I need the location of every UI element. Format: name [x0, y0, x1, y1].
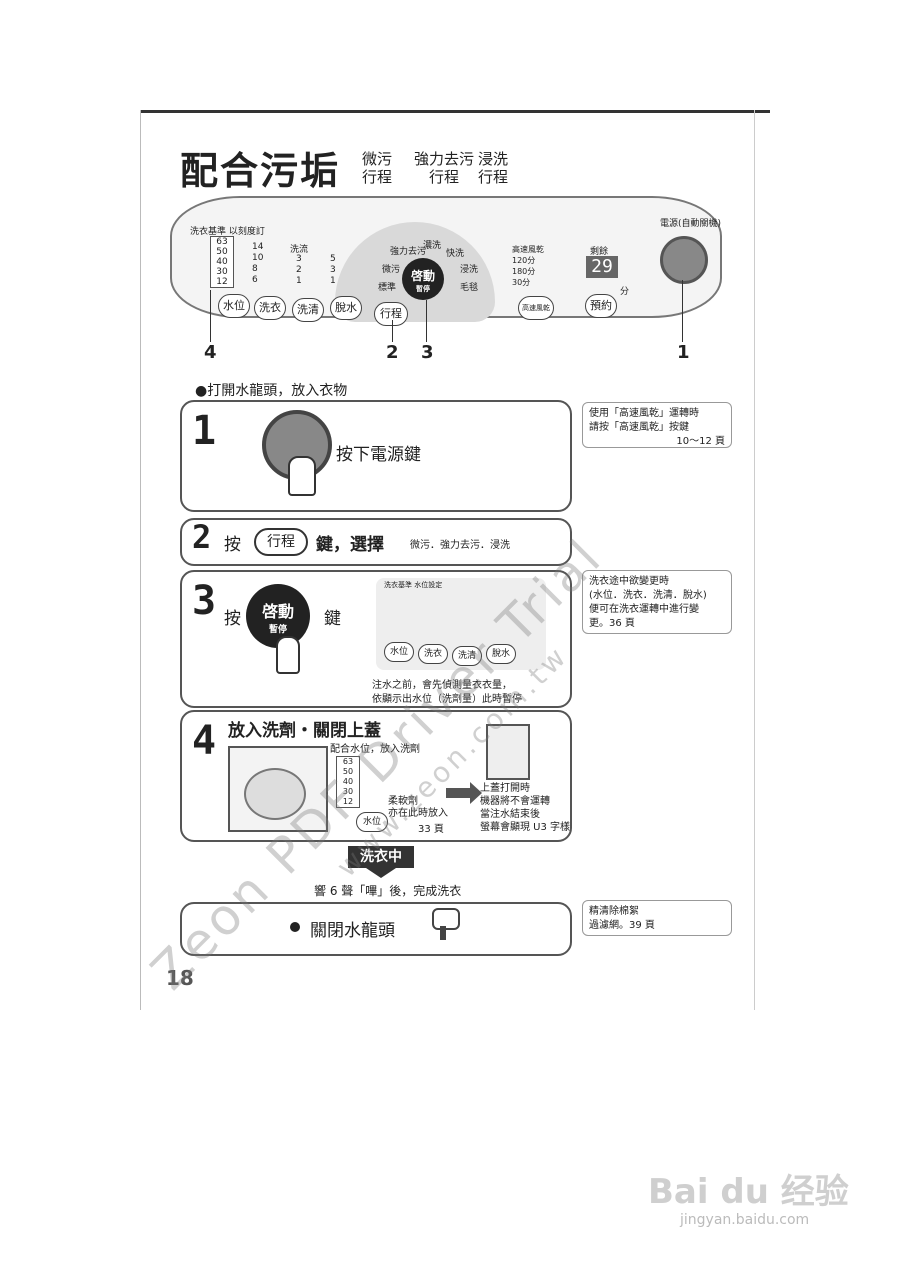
- rinse-label: 洗流: [290, 245, 309, 255]
- page-title: 配合污垢: [180, 149, 341, 193]
- course-label-light: 微污: [382, 265, 401, 275]
- faucet-icon: [432, 908, 460, 930]
- callout-1: 1: [677, 342, 690, 363]
- water-level-header: 洗衣基準 以刻度訂: [190, 227, 265, 237]
- step-3-note-line1: 注水之前，會先偵測量衣衣量，: [372, 680, 512, 691]
- arrow-right-icon: [446, 788, 470, 798]
- power-knob[interactable]: [660, 236, 708, 284]
- step-4-number: 4: [192, 718, 217, 764]
- bullet-icon: [290, 922, 300, 932]
- baidu-logo: Bai du 经验: [648, 1172, 849, 1212]
- callout-line-course: [392, 320, 393, 342]
- course-label-blanket: 毛毯: [460, 283, 479, 293]
- step-3-note-line2: 依顯示出水位（洗劑量）此時暫停: [372, 694, 522, 705]
- mini-water-button: 水位: [384, 642, 414, 662]
- start-key-illustration: 啓動 暫停: [246, 584, 310, 648]
- step-2-number: 2: [192, 518, 212, 556]
- start-pause-button[interactable]: 啓動 暫停: [402, 258, 444, 300]
- course-label-standard: 標準: [378, 283, 397, 293]
- callout-2: 2: [386, 342, 399, 363]
- step-1-box: [180, 400, 572, 512]
- course-label-soak: 浸洗: [460, 265, 479, 275]
- softener-line1: 柔軟劑: [388, 796, 418, 807]
- softener-line2: 亦在此時放入: [388, 808, 448, 819]
- tub-drum-illustration: [244, 768, 306, 820]
- note-high-speed-dry: 使用「高速風乾」運轉時請按「高速風乾」按鍵 10～12 頁: [582, 402, 732, 448]
- finish-text: 響 6 聲「嗶」後，完成洗衣: [314, 884, 462, 898]
- arrow-head-icon: [470, 782, 482, 804]
- mode-light: 微污行程: [362, 150, 393, 186]
- page-number: 18: [166, 966, 194, 990]
- mini-rinse-button: 洗清: [452, 646, 482, 666]
- left-margin-line: [140, 110, 141, 1010]
- top-rule: [140, 110, 770, 113]
- minute-label: 分: [620, 287, 630, 297]
- spin-button[interactable]: 脫水: [330, 296, 362, 320]
- step-1-text: 按下電源鍵: [336, 445, 421, 465]
- course-label-strong: 強力去污: [390, 247, 427, 257]
- mini-spin-button: 脫水: [486, 644, 516, 664]
- water-level-button[interactable]: 水位: [218, 294, 250, 318]
- timer-label: 剩餘: [590, 247, 609, 257]
- wash-button[interactable]: 洗衣: [254, 296, 286, 320]
- softener-page: 33 頁: [418, 824, 444, 835]
- note-change-settings: 洗衣途中欲變更時(水位．洗衣．洗清．脫水) 便可在洗衣運轉中進行變更。36 頁: [582, 570, 732, 634]
- course-key-illustration: 行程: [254, 528, 308, 556]
- pressing-finger-illustration-2: [276, 636, 300, 674]
- callout-line-water: [210, 290, 211, 342]
- intro-text: ●打開水龍頭，放入衣物: [195, 383, 348, 399]
- down-arrow-icon: [366, 868, 396, 878]
- faucet-spout-icon: [440, 926, 446, 940]
- step-2-prefix: 按: [224, 535, 241, 555]
- lcd-display: 29: [586, 256, 618, 278]
- note-lint-filter: 精清除棉絮過濾網。39 頁: [582, 900, 732, 936]
- close-tap-box: [180, 902, 572, 956]
- washing-indicator: 洗衣中: [348, 846, 414, 868]
- baidu-url: jingyan.baidu.com: [680, 1212, 810, 1228]
- mode-strong: 強力去污行程: [414, 150, 475, 186]
- callout-3: 3: [421, 342, 434, 363]
- step-4-water-button: 水位: [356, 812, 388, 832]
- washer-closed-illustration: [486, 724, 530, 780]
- step-4-title: 放入洗劑・關閉上蓋: [228, 721, 381, 741]
- mode-soak: 浸洗行程: [478, 150, 509, 186]
- right-margin-line: [754, 110, 755, 1010]
- power-label: 電源(自動關機): [660, 219, 722, 229]
- step-3-number: 3: [192, 578, 217, 624]
- lid-warning: 上蓋打開時機器將不會運轉 當注水結束後螢幕會顯現 U3 字樣: [480, 783, 571, 833]
- high-speed-dry-button[interactable]: 高速風乾: [518, 296, 554, 320]
- step-2-options: 微污．強力去污．浸洗: [410, 540, 510, 551]
- mini-wash-button: 洗衣: [418, 644, 448, 664]
- course-label-heavy: 濃洗: [423, 241, 442, 251]
- callout-line-power: [682, 280, 683, 342]
- close-tap-text: 關閉水龍頭: [310, 921, 395, 941]
- mini-panel-header: 洗衣基準 水位設定: [384, 581, 443, 589]
- rinse-button[interactable]: 洗清: [292, 298, 324, 322]
- callout-4: 4: [204, 342, 217, 363]
- reserve-button[interactable]: 預約: [585, 294, 617, 318]
- step-3-suffix: 鍵: [324, 609, 341, 629]
- pressing-finger-illustration: [288, 456, 316, 496]
- step-4-sub: 配合水位，放入洗劑: [330, 744, 420, 755]
- step-1-number: 1: [192, 408, 217, 454]
- step-3-prefix: 按: [224, 609, 241, 629]
- callout-line-start: [426, 300, 427, 342]
- step-2-box: [180, 518, 572, 566]
- course-button[interactable]: 行程: [374, 302, 408, 326]
- step-2-suffix: 鍵，選擇: [316, 535, 384, 555]
- course-label-quick: 快洗: [446, 249, 465, 259]
